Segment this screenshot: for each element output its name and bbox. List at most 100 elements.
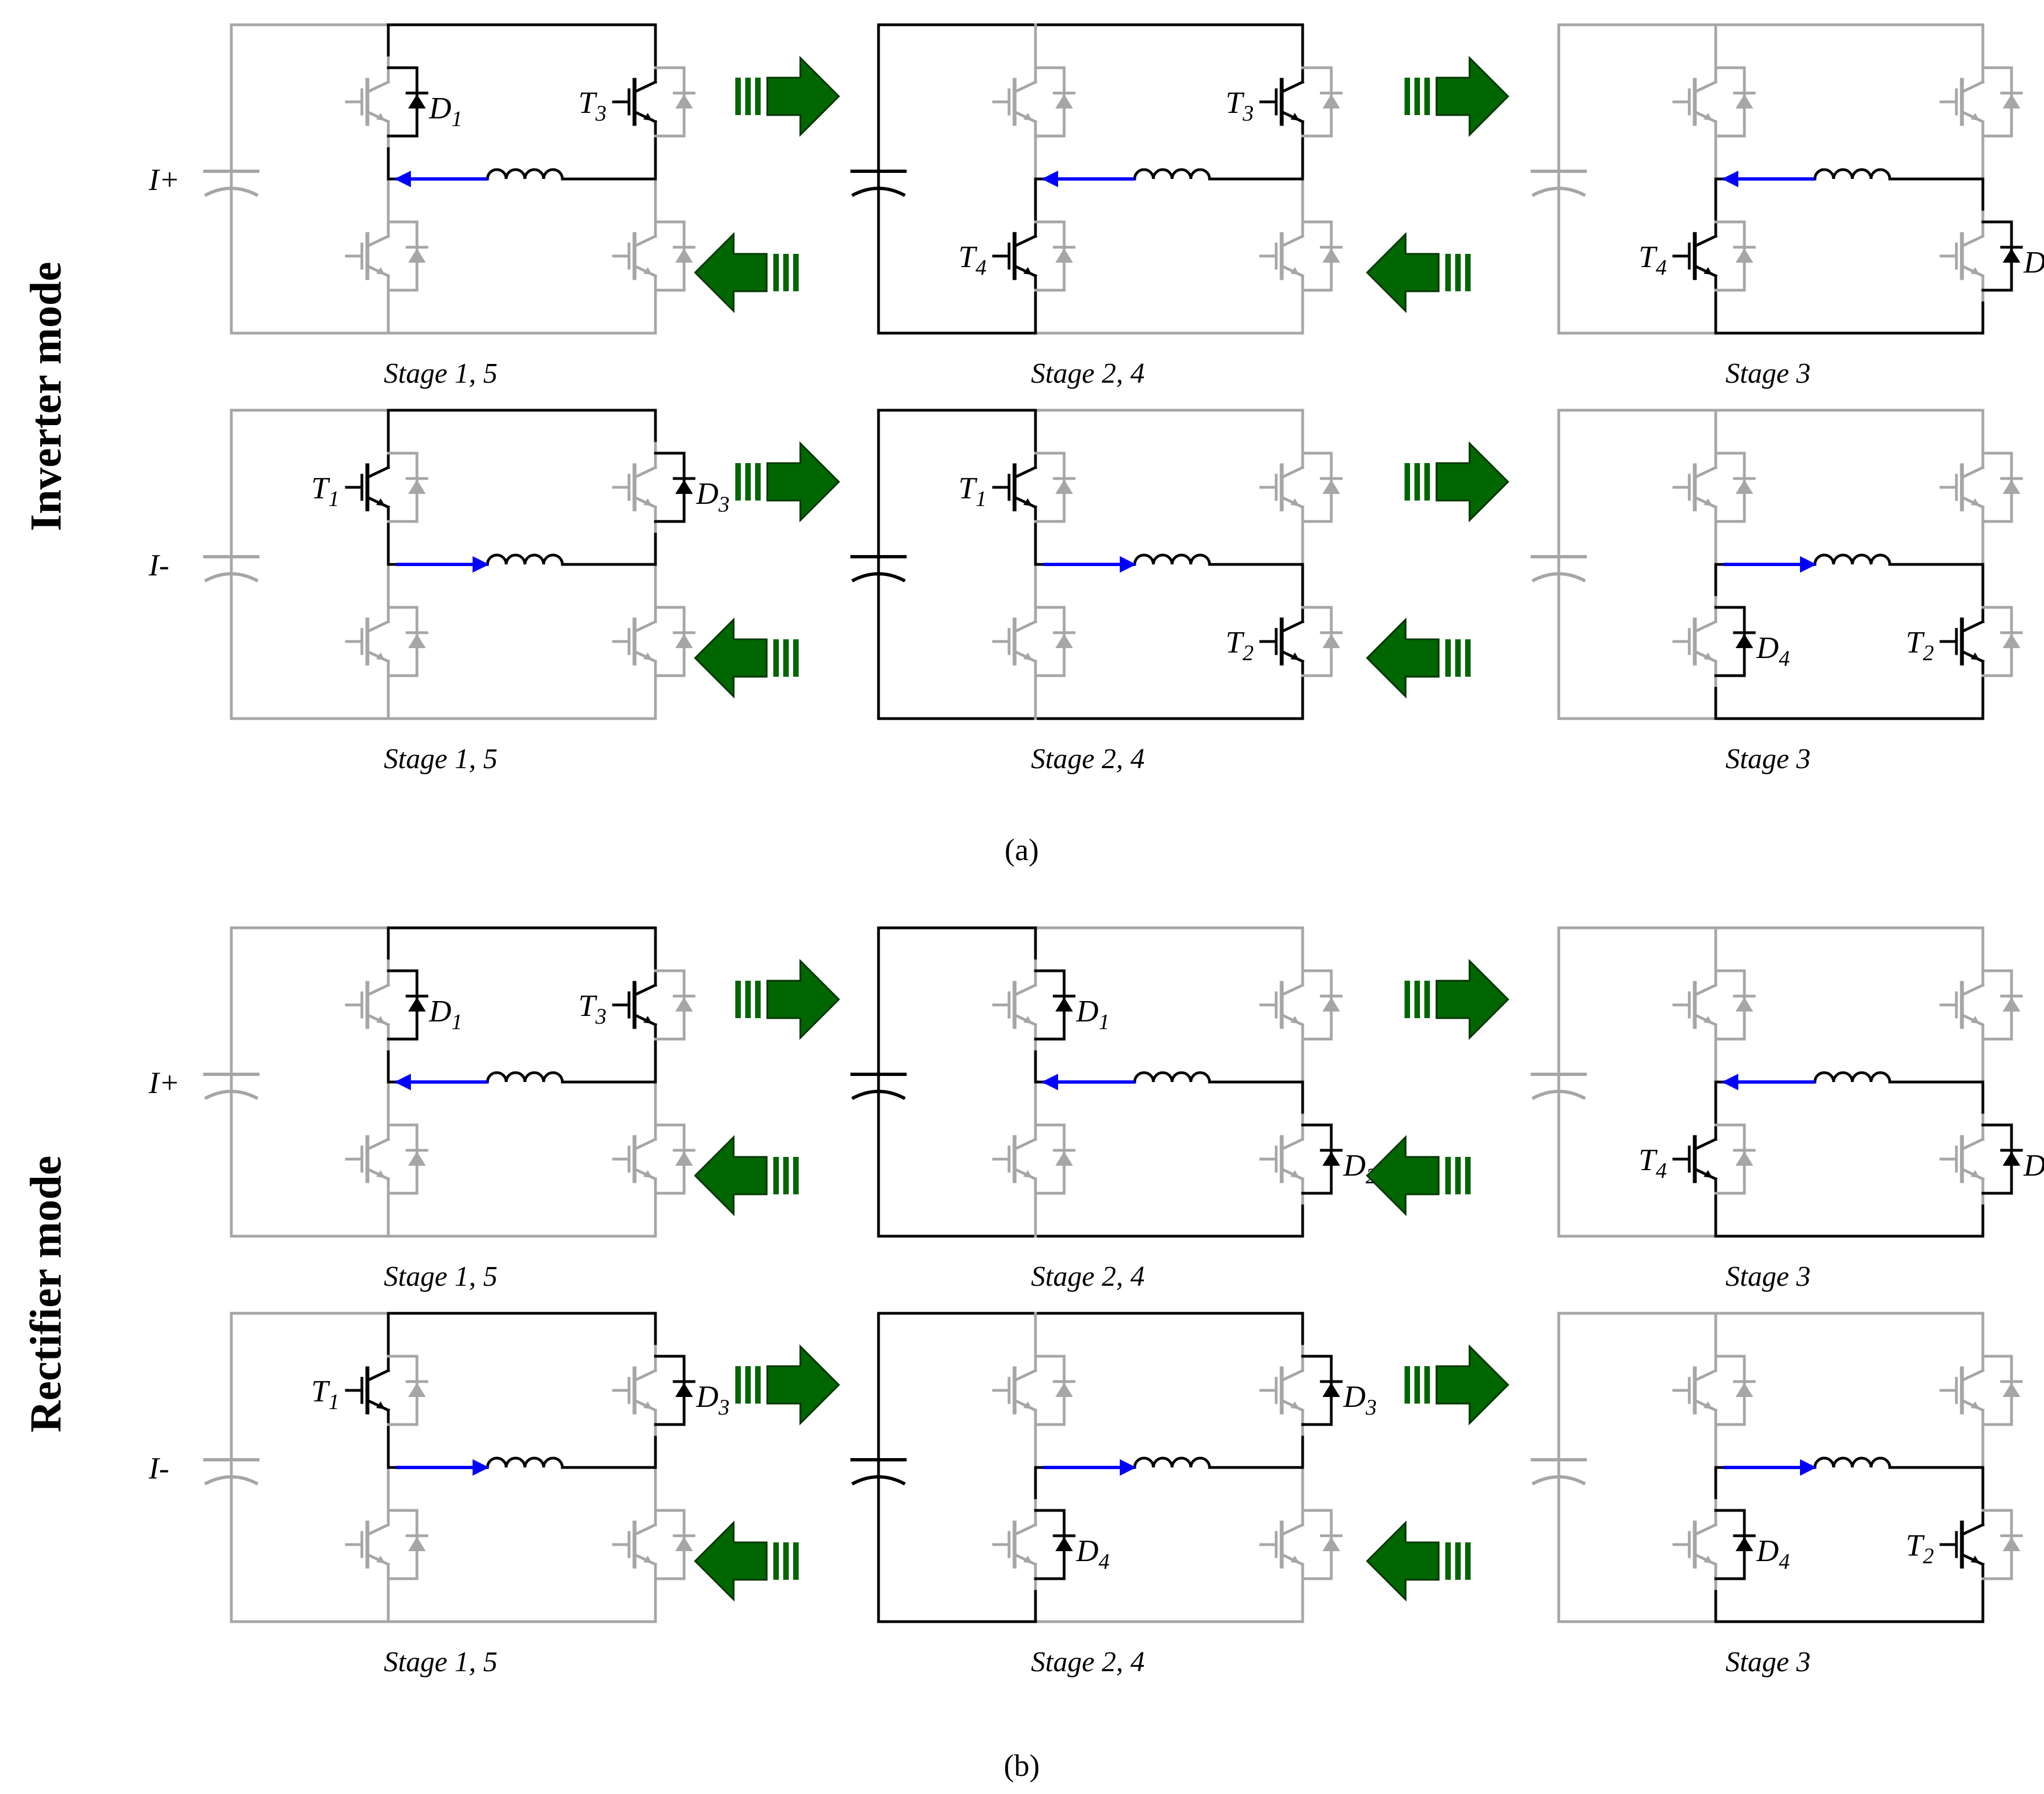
switch-s2: D2 xyxy=(1939,210,2044,302)
switch-s1: T1 xyxy=(311,442,429,533)
switch-s4 xyxy=(992,596,1076,687)
diode-label-d1: D1 xyxy=(429,91,462,131)
dc-capacitor xyxy=(850,926,907,1238)
transition-arrow-back-r2-a xyxy=(693,1135,799,1216)
stage-caption: Stage 1, 5 xyxy=(384,1646,498,1678)
transition-arrow-forward-r2-a xyxy=(735,959,841,1040)
switch-s1: D1 xyxy=(345,959,462,1051)
transistor-label-t4: T4 xyxy=(958,240,986,280)
transistor-label-t1: T1 xyxy=(311,1374,339,1414)
diode-label-d3: D3 xyxy=(696,1380,729,1420)
switch-s2: T2 xyxy=(1906,596,2023,687)
transition-arrow-back-r0-a xyxy=(693,232,799,313)
panel-r2-c2: T4D2Stage 3 xyxy=(1531,926,2044,1292)
transistor-label-t3: T3 xyxy=(578,86,606,126)
switch-s2 xyxy=(1259,210,1343,302)
inductor xyxy=(1813,553,1891,565)
transition-arrow-back-r1-a xyxy=(693,617,799,699)
switch-s2 xyxy=(612,1499,696,1590)
switch-s3: T3 xyxy=(578,959,696,1051)
dc-capacitor xyxy=(1531,1312,1587,1623)
transition-arrow-back-r1-b xyxy=(1365,617,1471,699)
switch-s1: T1 xyxy=(958,442,1076,533)
diode-label-d2: D2 xyxy=(2023,246,2044,285)
transition-arrow-back-r0-b xyxy=(1365,232,1471,313)
switch-s2: D2 xyxy=(1259,1113,1376,1205)
transition-arrow-forward-r0-b xyxy=(1405,56,1510,137)
stage-caption: Stage 1, 5 xyxy=(384,1261,498,1292)
switch-s4: T4 xyxy=(1639,210,1756,302)
transition-arrow-forward-r0-a xyxy=(735,56,841,137)
transistor-label-t2: T2 xyxy=(1906,626,1934,665)
inductor xyxy=(1813,168,1891,180)
stage-caption: Stage 1, 5 xyxy=(384,358,498,389)
switch-s3 xyxy=(1259,442,1343,533)
diode-label-d2: D2 xyxy=(2023,1149,2044,1188)
mode-label-rectifier: Rectifier mode xyxy=(22,1156,71,1433)
diode-label-d1: D1 xyxy=(429,994,462,1034)
dc-capacitor xyxy=(850,1312,907,1623)
dc-capacitor xyxy=(1531,409,1587,720)
diode-label-d3: D3 xyxy=(1343,1380,1376,1420)
switch-s1 xyxy=(1672,959,1756,1051)
switch-s4: D4 xyxy=(1672,596,1790,687)
dc-capacitor xyxy=(203,1312,259,1623)
transistor-label-t1: T1 xyxy=(311,471,339,511)
transistor-label-t2: T2 xyxy=(1226,626,1254,665)
inductor xyxy=(1133,1071,1211,1083)
switch-s3: T3 xyxy=(1226,56,1343,148)
stage-caption: Stage 2, 4 xyxy=(1031,1261,1145,1292)
switch-s1 xyxy=(1672,442,1756,533)
stage-caption: Stage 1, 5 xyxy=(384,743,498,775)
current-label: I+ xyxy=(148,1066,180,1100)
switch-s2 xyxy=(612,210,696,302)
inductor xyxy=(486,1071,564,1083)
switch-s1: D1 xyxy=(992,959,1109,1051)
switch-s2: D2 xyxy=(1939,1113,2044,1205)
diode-label-d3: D3 xyxy=(696,477,729,517)
switch-s3: D3 xyxy=(1259,1345,1376,1436)
inductor xyxy=(486,168,564,180)
switch-s1: D1 xyxy=(345,56,462,148)
inductor xyxy=(486,1456,564,1468)
transistor-label-t4: T4 xyxy=(1639,240,1667,280)
switch-s1 xyxy=(1672,56,1756,148)
stage-caption: Stage 3 xyxy=(1726,358,1811,389)
subfigure-label-a: (a) xyxy=(1005,833,1039,867)
switch-s1: T1 xyxy=(311,1345,429,1436)
switch-s4: T4 xyxy=(1639,1113,1756,1205)
transition-arrow-back-r3-b xyxy=(1365,1520,1471,1602)
inductor xyxy=(1813,1071,1891,1083)
switch-s4 xyxy=(345,1499,429,1590)
transistor-label-t3: T3 xyxy=(1226,86,1254,126)
switch-s3: D3 xyxy=(612,442,729,533)
inductor xyxy=(486,553,564,565)
transition-arrow-forward-r3-a xyxy=(735,1344,841,1426)
stage-caption: Stage 3 xyxy=(1726,743,1811,775)
switch-s2 xyxy=(612,596,696,687)
transition-arrow-forward-r1-a xyxy=(735,441,841,523)
stage-caption: Stage 3 xyxy=(1726,1646,1811,1678)
current-label: I- xyxy=(148,548,169,583)
transistor-label-t4: T4 xyxy=(1639,1143,1667,1183)
diode-label-d2: D2 xyxy=(1343,1149,1376,1188)
switch-s4 xyxy=(345,210,429,302)
transition-arrow-back-r3-a xyxy=(693,1520,799,1602)
transition-arrow-back-r2-b xyxy=(1365,1135,1471,1216)
switch-s4: D4 xyxy=(1672,1499,1790,1590)
switch-s4 xyxy=(992,1113,1076,1205)
diode-label-d4: D4 xyxy=(1756,631,1790,671)
inductor xyxy=(1133,168,1211,180)
switch-s2: T2 xyxy=(1906,1499,2023,1590)
switch-s1 xyxy=(1672,1345,1756,1436)
switch-s3 xyxy=(1939,442,2023,533)
dc-capacitor xyxy=(1531,926,1587,1238)
